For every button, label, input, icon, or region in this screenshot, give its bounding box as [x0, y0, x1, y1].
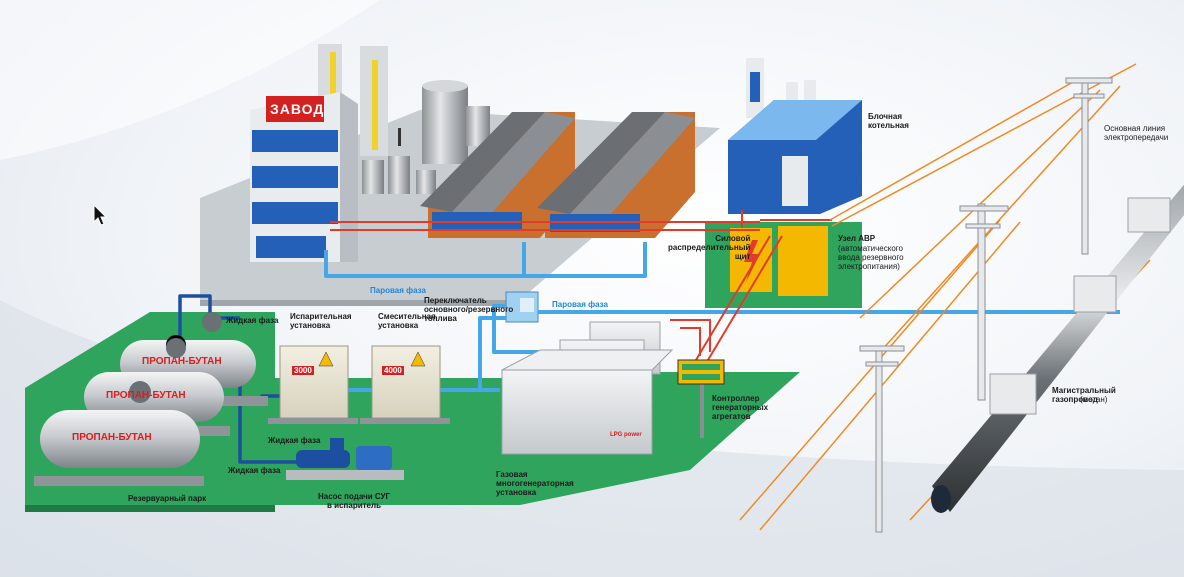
- label-liquid-phase: Жидкая фаза: [226, 316, 279, 325]
- label-fuel-switch: Переключатель основного/резервного топли…: [424, 296, 514, 323]
- tank-platform-edge: [25, 505, 275, 512]
- gas-generators: [501, 321, 674, 455]
- label-controller: Контроллер генераторных агрегатов: [712, 394, 769, 421]
- lpg-pump: [286, 438, 404, 480]
- label-power-line: Основная линия электропередачи: [1104, 124, 1169, 142]
- label-ats-title: Узел АВР: [838, 234, 876, 243]
- mixer-number: 4000: [382, 366, 404, 375]
- ats-cabinets: [730, 226, 828, 296]
- label-pipeline-sub: (метан): [1080, 395, 1108, 404]
- label-power-board: Силовой распределительный щит: [668, 234, 751, 261]
- mixer-cabinet: [360, 345, 450, 424]
- tank-label: ПРОПАН-БУТАН: [142, 356, 222, 367]
- label-mixer: Смесительная установка: [378, 312, 436, 330]
- label-gas-generator: Газовая многогенераторная установка: [496, 470, 574, 497]
- utility-poles: [859, 77, 1113, 533]
- factory-sign: ЗАВОД: [270, 101, 325, 117]
- power-cables: [330, 210, 832, 361]
- label-steam-phase: Паровая фаза: [552, 300, 608, 309]
- evaporator-cabinet: [268, 345, 358, 424]
- background-swoosh: [0, 0, 380, 160]
- tank-label: ПРОПАН-БУТАН: [72, 432, 152, 443]
- tank-label: ПРОПАН-БУТАН: [106, 390, 186, 401]
- fuel-switch-box: [505, 291, 539, 323]
- generator-brand: LPG power: [610, 432, 642, 438]
- silos: [362, 80, 490, 194]
- evaporator-number: 3000: [292, 366, 314, 375]
- label-liquid-phase: Жидкая фаза: [228, 466, 281, 475]
- label-steam-phase: Паровая фаза: [370, 286, 426, 295]
- generator-controller: [677, 359, 725, 438]
- mouse-cursor-icon: [93, 204, 107, 226]
- label-evaporator: Испарительная установка: [290, 312, 352, 330]
- label-tank-farm: Резервуарный парк: [128, 494, 207, 503]
- factory-ground-edge: [200, 300, 520, 306]
- label-pipeline-title: Магистральный газопровод: [1052, 386, 1116, 404]
- factory-building: [250, 92, 358, 262]
- tank-farm: [34, 312, 268, 486]
- label-ats-desc: (автоматического ввода резервного электр…: [838, 244, 904, 271]
- boiler-house: [728, 58, 862, 214]
- label-pump: Насос подачи СУГ в испаритель: [318, 492, 391, 510]
- steam-pipes: [324, 242, 1120, 392]
- label-liquid-phase: Жидкая фаза: [268, 436, 321, 445]
- gas-pipeline: [931, 184, 1184, 513]
- label-boiler-room: Блочная котельная: [868, 112, 909, 130]
- background-swoosh: [0, 300, 1184, 577]
- warehouse-2: [537, 112, 695, 238]
